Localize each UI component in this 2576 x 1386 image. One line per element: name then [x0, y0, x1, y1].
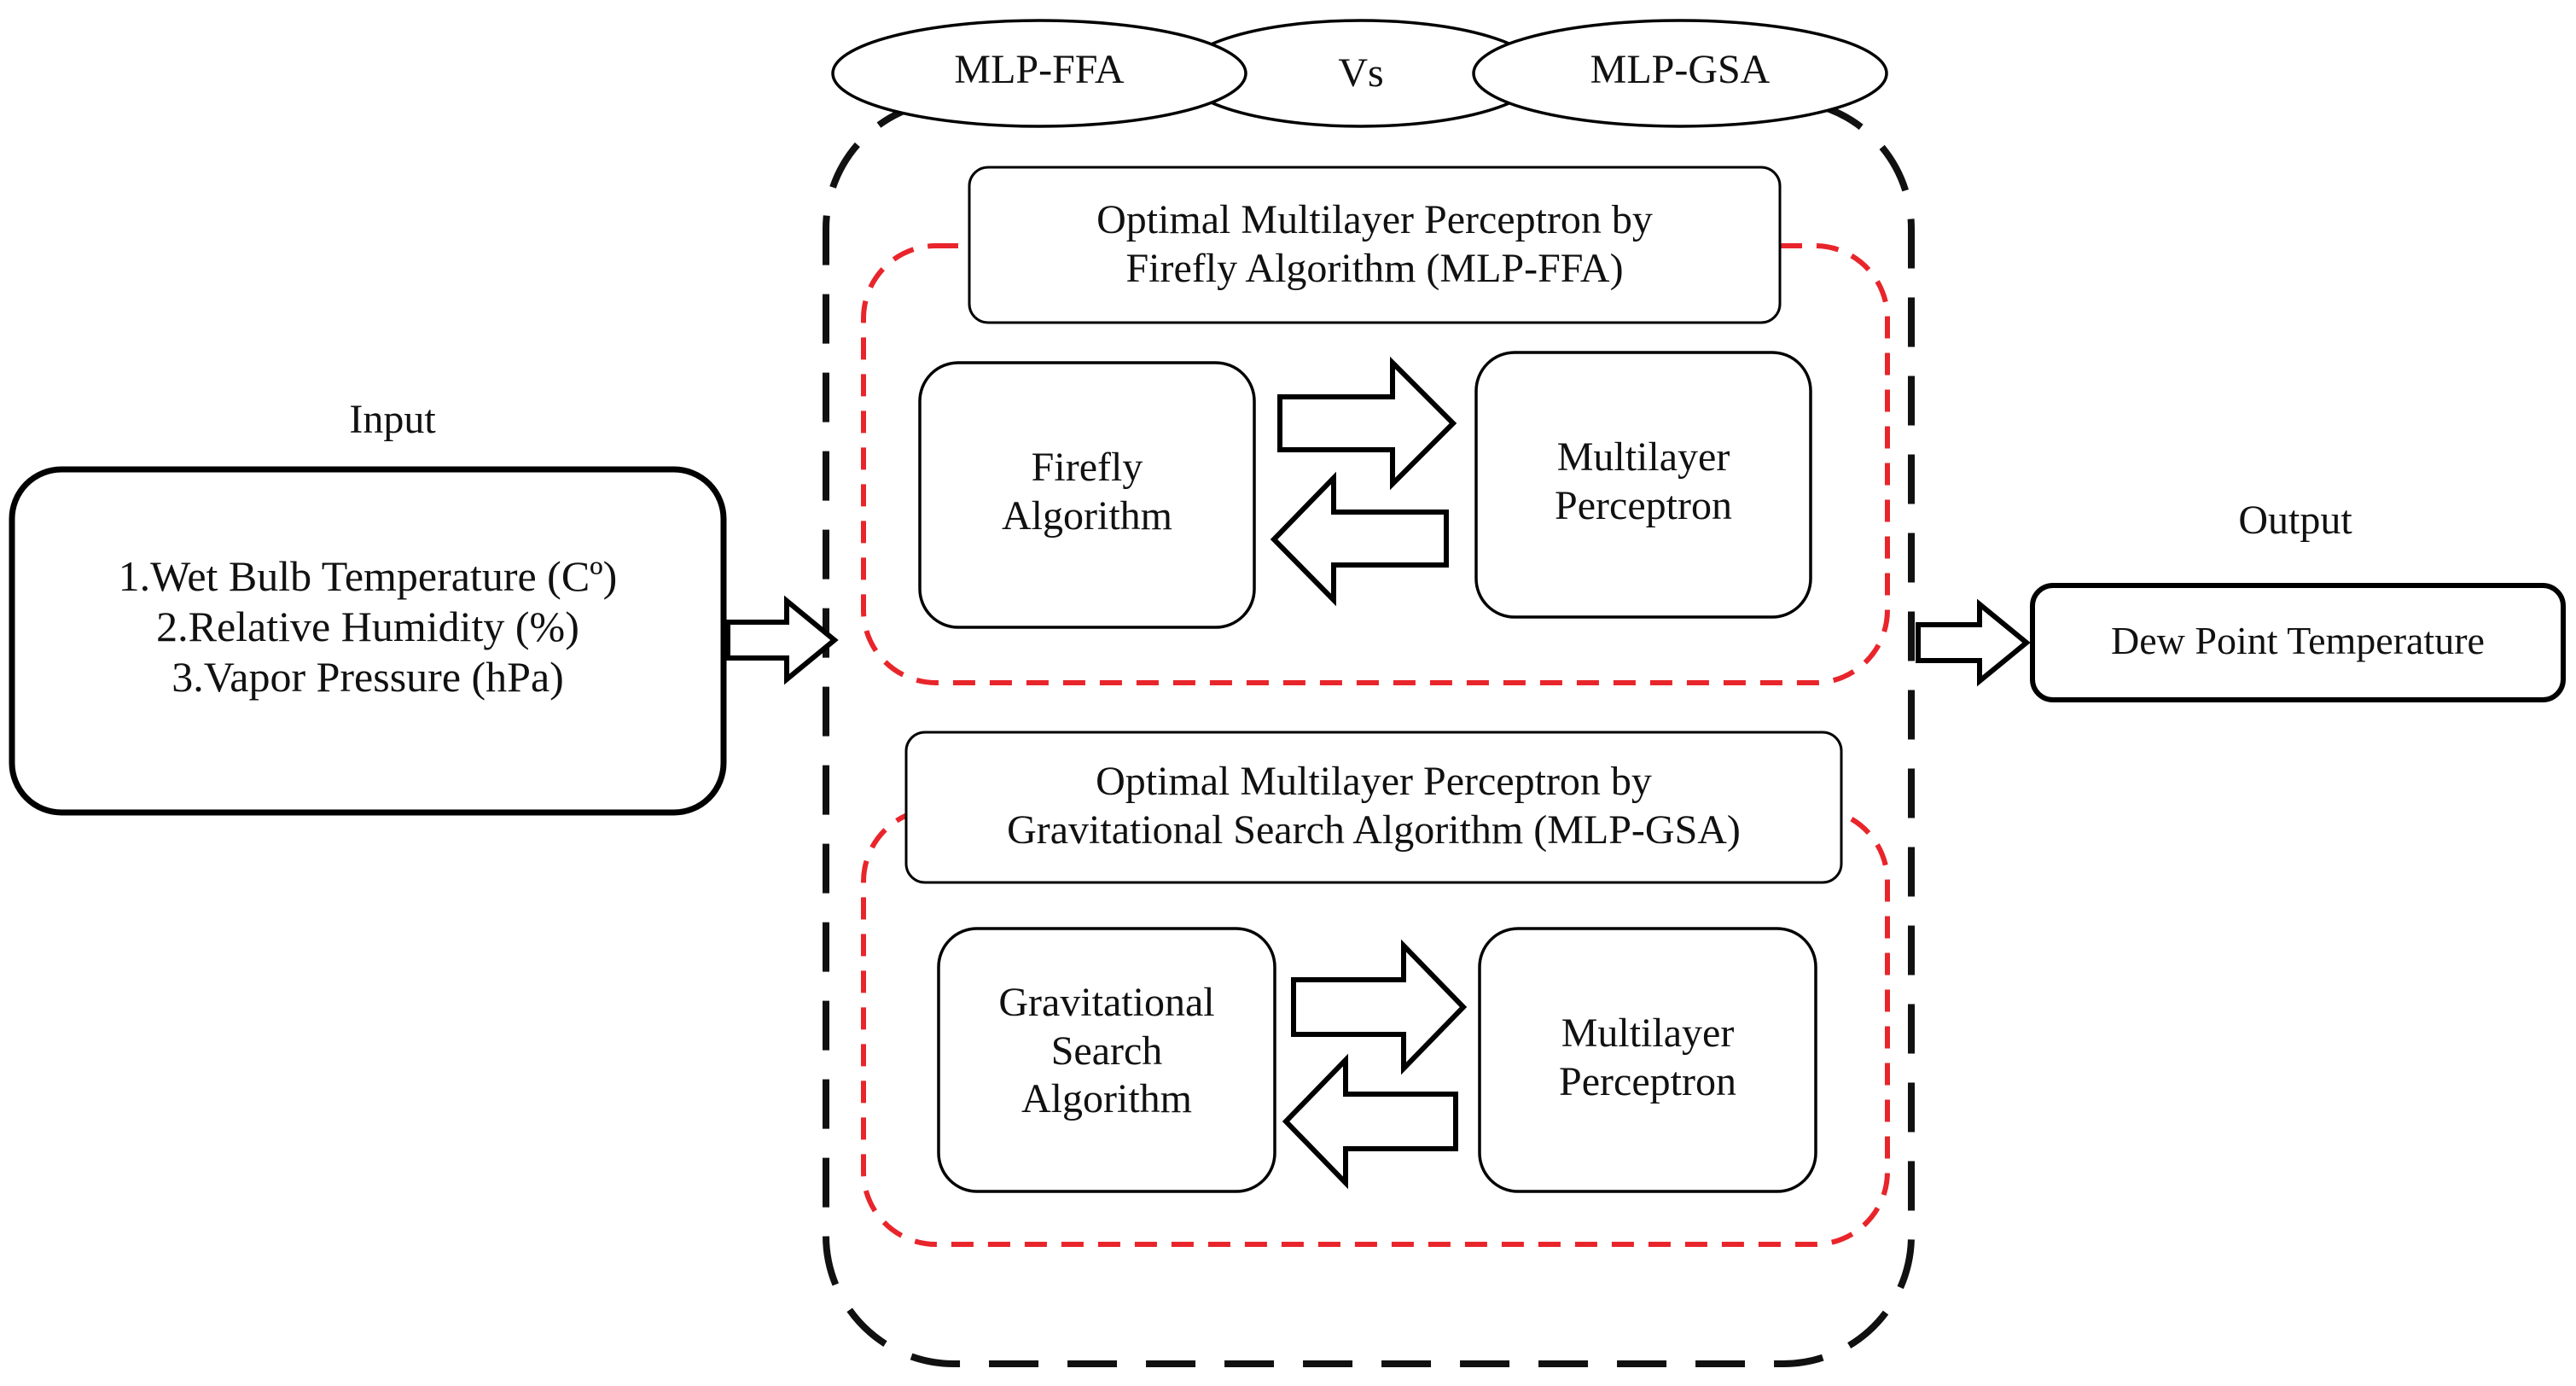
firefly-algorithm-box	[918, 361, 1256, 629]
input-flow-arrow	[725, 595, 839, 685]
input-item-vapor-pressure: 3.Vapor Pressure (hPa)	[172, 653, 564, 701]
mlp-ffa-label: MLP-FFA	[954, 47, 1125, 92]
ffa-forward-arrow	[1277, 356, 1457, 491]
output-label: Dew Point Temperature	[2111, 619, 2485, 662]
gsa-title-box	[904, 731, 1843, 884]
input-box	[9, 466, 727, 816]
output-box	[2030, 583, 2566, 702]
gsa-perceptron-line-1: Multilayer	[1561, 1010, 1735, 1056]
gravitational-search-label: Gravitational Search Algorithm	[939, 979, 1275, 1124]
gsa-module-frame	[861, 807, 1890, 1247]
gsa-forward-arrow	[1291, 939, 1468, 1075]
input-item-humidity: 2.Relative Humidity (%)	[156, 603, 579, 650]
ffa-perceptron-label: Multilayer Perceptron	[1476, 434, 1811, 530]
output-flow-arrow	[1916, 598, 2031, 687]
firefly-algorithm-label: Firefly Algorithm	[920, 444, 1254, 540]
ffa-perceptron-line-1: Multilayer	[1556, 434, 1730, 480]
gsa-multilayer-perceptron-box	[1478, 927, 1817, 1193]
ffa-perceptron-line-2: Perceptron	[1555, 482, 1732, 528]
mlp-gsa-label: MLP-GSA	[1590, 47, 1771, 92]
gsa-perceptron-line-2: Perceptron	[1559, 1058, 1736, 1104]
firefly-label-line-2: Algorithm	[1002, 492, 1172, 539]
mlp-gsa-ellipse	[1472, 19, 1888, 128]
ffa-title-line-2: Firefly Algorithm (MLP-FFA)	[1125, 245, 1624, 291]
gsa-title-line-1: Optimal Multilayer Perceptron by	[1096, 759, 1652, 804]
gsa-backward-arrow	[1282, 1053, 1458, 1190]
gsa-optimizer-line-2: Search	[1050, 1028, 1163, 1074]
input-item-wet-bulb: 1.Wet Bulb Temperature (Cº)	[118, 552, 618, 600]
ffa-multilayer-perceptron-box	[1474, 351, 1812, 619]
ffa-module-frame	[861, 243, 1890, 685]
gsa-perceptron-label: Multilayer Perceptron	[1480, 1010, 1816, 1106]
ffa-title-line-1: Optimal Multilayer Perceptron by	[1096, 197, 1653, 242]
input-variable-list: 1.Wet Bulb Temperature (Cº) 2.Relative H…	[12, 551, 724, 702]
ffa-backward-arrow	[1270, 471, 1449, 607]
gsa-module-title: Optimal Multilayer Perceptron by Gravita…	[906, 758, 1841, 854]
firefly-label-line-1: Firefly	[1031, 445, 1143, 490]
gsa-optimizer-line-1: Gravitational	[998, 980, 1215, 1025]
vs-label: Vs	[1338, 50, 1384, 96]
ffa-title-box	[968, 166, 1782, 324]
output-heading: Output	[2238, 498, 2352, 543]
mlp-ffa-ellipse	[831, 19, 1247, 128]
input-heading: Input	[349, 397, 436, 442]
ffa-module-title: Optimal Multilayer Perceptron by Firefly…	[969, 196, 1780, 293]
gsa-title-line-2: Gravitational Search Algorithm (MLP-GSA)	[1007, 807, 1741, 853]
gsa-optimizer-line-3: Algorithm	[1021, 1076, 1192, 1122]
gravitational-search-box	[937, 927, 1276, 1193]
